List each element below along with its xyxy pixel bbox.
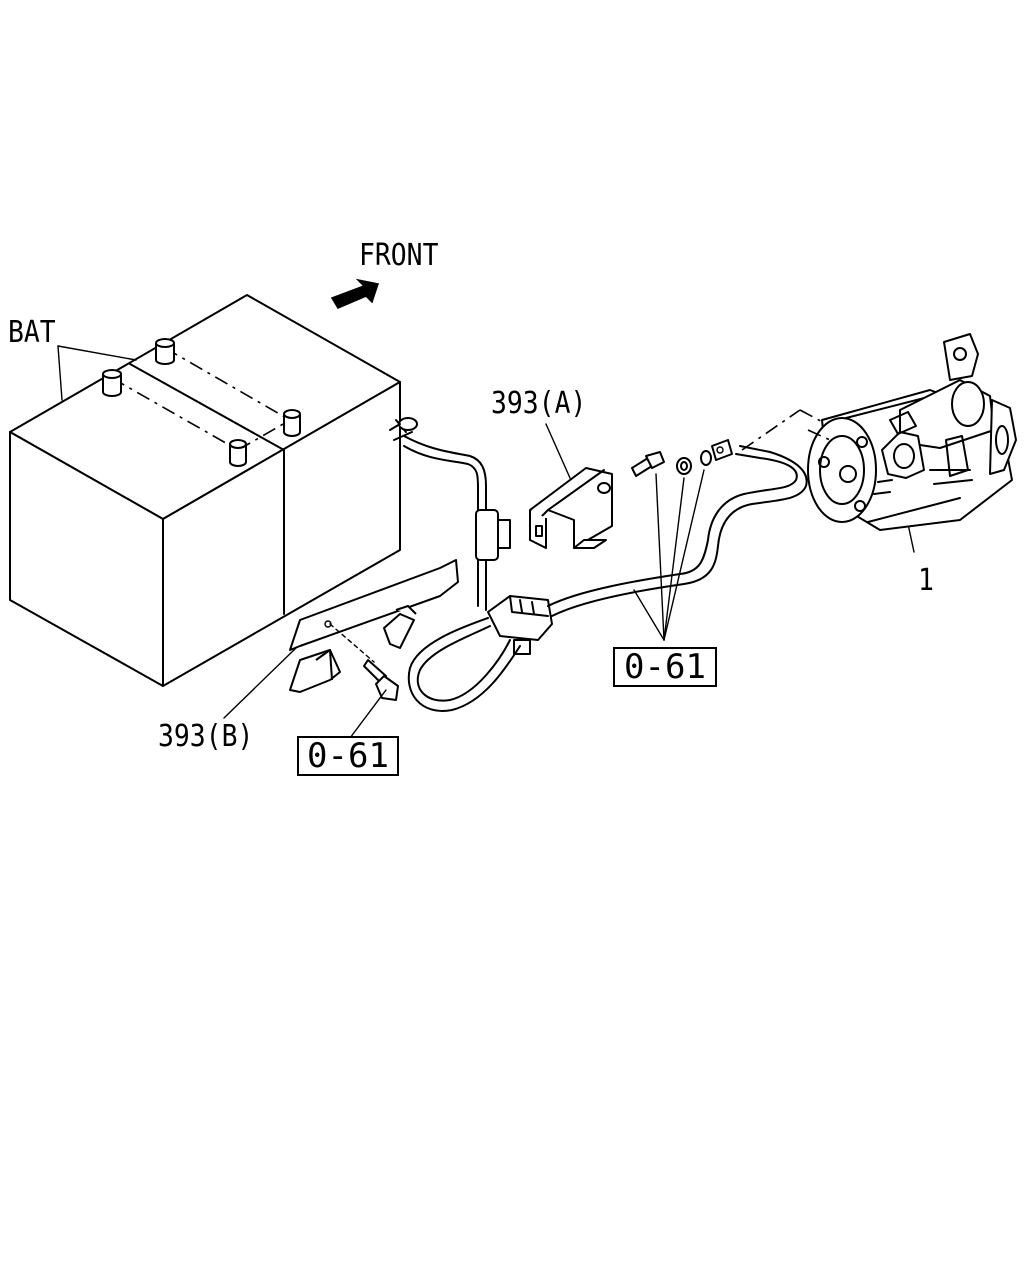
bracket-b (289, 559, 459, 693)
battery-leader (57, 345, 137, 401)
battery-label: BAT (8, 315, 56, 350)
battery (9, 294, 401, 687)
ref-right-box: 0-61 (613, 647, 717, 687)
bracket-b-label: 393(B) (158, 719, 254, 754)
battery-post (229, 439, 247, 467)
battery-post (155, 338, 175, 365)
ref-right-leader (633, 469, 705, 641)
bracket-a (529, 467, 613, 549)
ref-left-leader (349, 689, 387, 739)
bracket-b-leader (223, 647, 297, 719)
bracket-a-leader (545, 423, 571, 479)
starter-cable (707, 409, 831, 547)
battery-post (283, 409, 301, 437)
bolt-nut-washer (631, 439, 733, 477)
bolt (329, 623, 399, 701)
starter-label: 1 (918, 563, 934, 598)
starter-motor (807, 333, 1017, 531)
front-label: FRONT (359, 238, 439, 273)
ref-left-box: 0-61 (297, 736, 399, 776)
front-arrow-icon (330, 278, 379, 309)
battery-cable (389, 417, 511, 611)
bracket-a-label: 393(A) (491, 386, 587, 421)
cable-junction (407, 539, 719, 712)
battery-post (102, 369, 122, 397)
